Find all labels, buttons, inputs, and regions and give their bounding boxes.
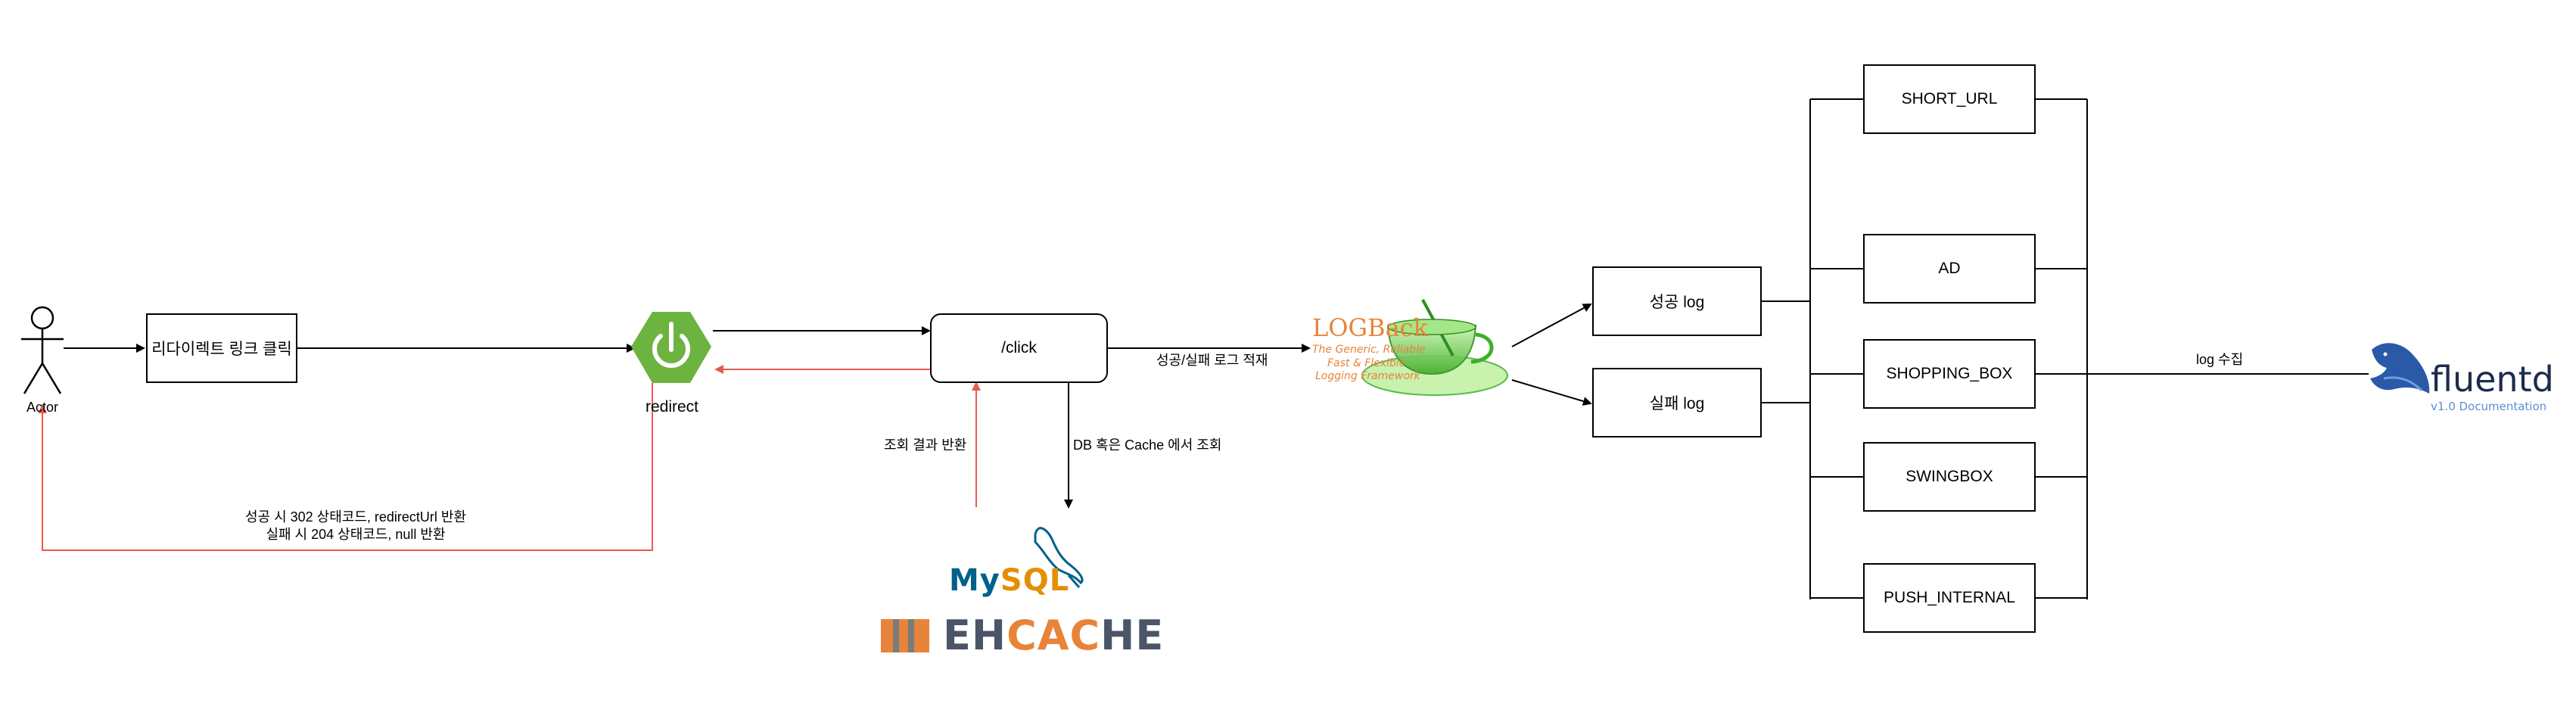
edge-logback-to-success (1511, 304, 1592, 347)
success-log-label: 성공 log (1649, 294, 1705, 311)
category-label: SWINGBOX (1906, 468, 1993, 485)
category-label: SHORT_URL (1901, 90, 1998, 107)
db-query-label: DB 혹은 Cache 에서 조회 (1073, 437, 1222, 453)
category-box-short-url[interactable]: SHORT_URL (1863, 64, 2036, 134)
log-collect-label: log 수집 (2196, 352, 2244, 367)
ehcache-logo: EHCACHE (943, 612, 1165, 659)
return-note-line2: 실패 시 204 상태코드, null 반환 (266, 526, 446, 542)
click-link-label: 리다이렉트 링크 클릭 (151, 341, 292, 358)
category-label: SHOPPING_BOX (1886, 365, 2013, 382)
spring-icon (631, 312, 711, 383)
mysql-dolphin-icon (1034, 527, 1084, 588)
actor-label: Actor (26, 400, 58, 415)
log-write-label: 성공/실패 로그 적재 (1156, 353, 1268, 368)
category-box-shopping-box[interactable]: SHOPPING_BOX (1863, 339, 2036, 409)
click-link-box[interactable]: 리다이렉트 링크 클릭 (146, 313, 297, 383)
logback-tagline-1: The Generic, Reliable (1312, 344, 1426, 356)
category-box-swingbox[interactable]: SWINGBOX (1863, 442, 2036, 512)
click-endpoint-label: /click (1001, 339, 1037, 356)
actor-figure (21, 306, 64, 394)
logback-tagline-2: Fast & Flexible (1327, 356, 1406, 369)
mysql-logo: MySQL (949, 563, 1070, 598)
query-result-label: 조회 결과 반환 (884, 437, 967, 453)
redirect-label: redirect (645, 398, 699, 416)
return-note-line1: 성공 시 302 상태코드, redirectUrl 반환 (244, 509, 467, 525)
fluentd-bird-icon (2370, 343, 2430, 394)
ehcache-logo-mark (881, 619, 929, 652)
category-label: PUSH_INTERNAL (1884, 589, 2015, 606)
category-box-ad[interactable]: AD (1863, 234, 2036, 304)
return-note: 성공 시 302 상태코드, redirectUrl 반환 실패 시 204 상… (219, 509, 492, 543)
success-log-box[interactable]: 성공 log (1592, 266, 1762, 336)
click-endpoint-box[interactable]: /click (930, 313, 1108, 383)
category-label: AD (1938, 260, 1961, 277)
category-box-push-internal[interactable]: PUSH_INTERNAL (1863, 563, 2036, 633)
fluentd-logo: fluentd (2431, 359, 2554, 400)
fail-log-label: 실패 log (1649, 395, 1705, 413)
edge-redirect-to-actor (38, 383, 653, 551)
logback-title: LOGBack (1312, 313, 1428, 342)
logback-tagline: The Generic, Reliable Fast & Flexible Lo… (1312, 344, 1426, 384)
edge-logback-to-fail (1511, 379, 1592, 406)
logback-tagline-3: Logging Framework (1315, 370, 1420, 382)
logback-teacup-icon (1361, 299, 1508, 396)
fluentd-subtitle: v1.0 Documentation (2431, 400, 2547, 413)
fail-log-box[interactable]: 실패 log (1592, 368, 1762, 437)
